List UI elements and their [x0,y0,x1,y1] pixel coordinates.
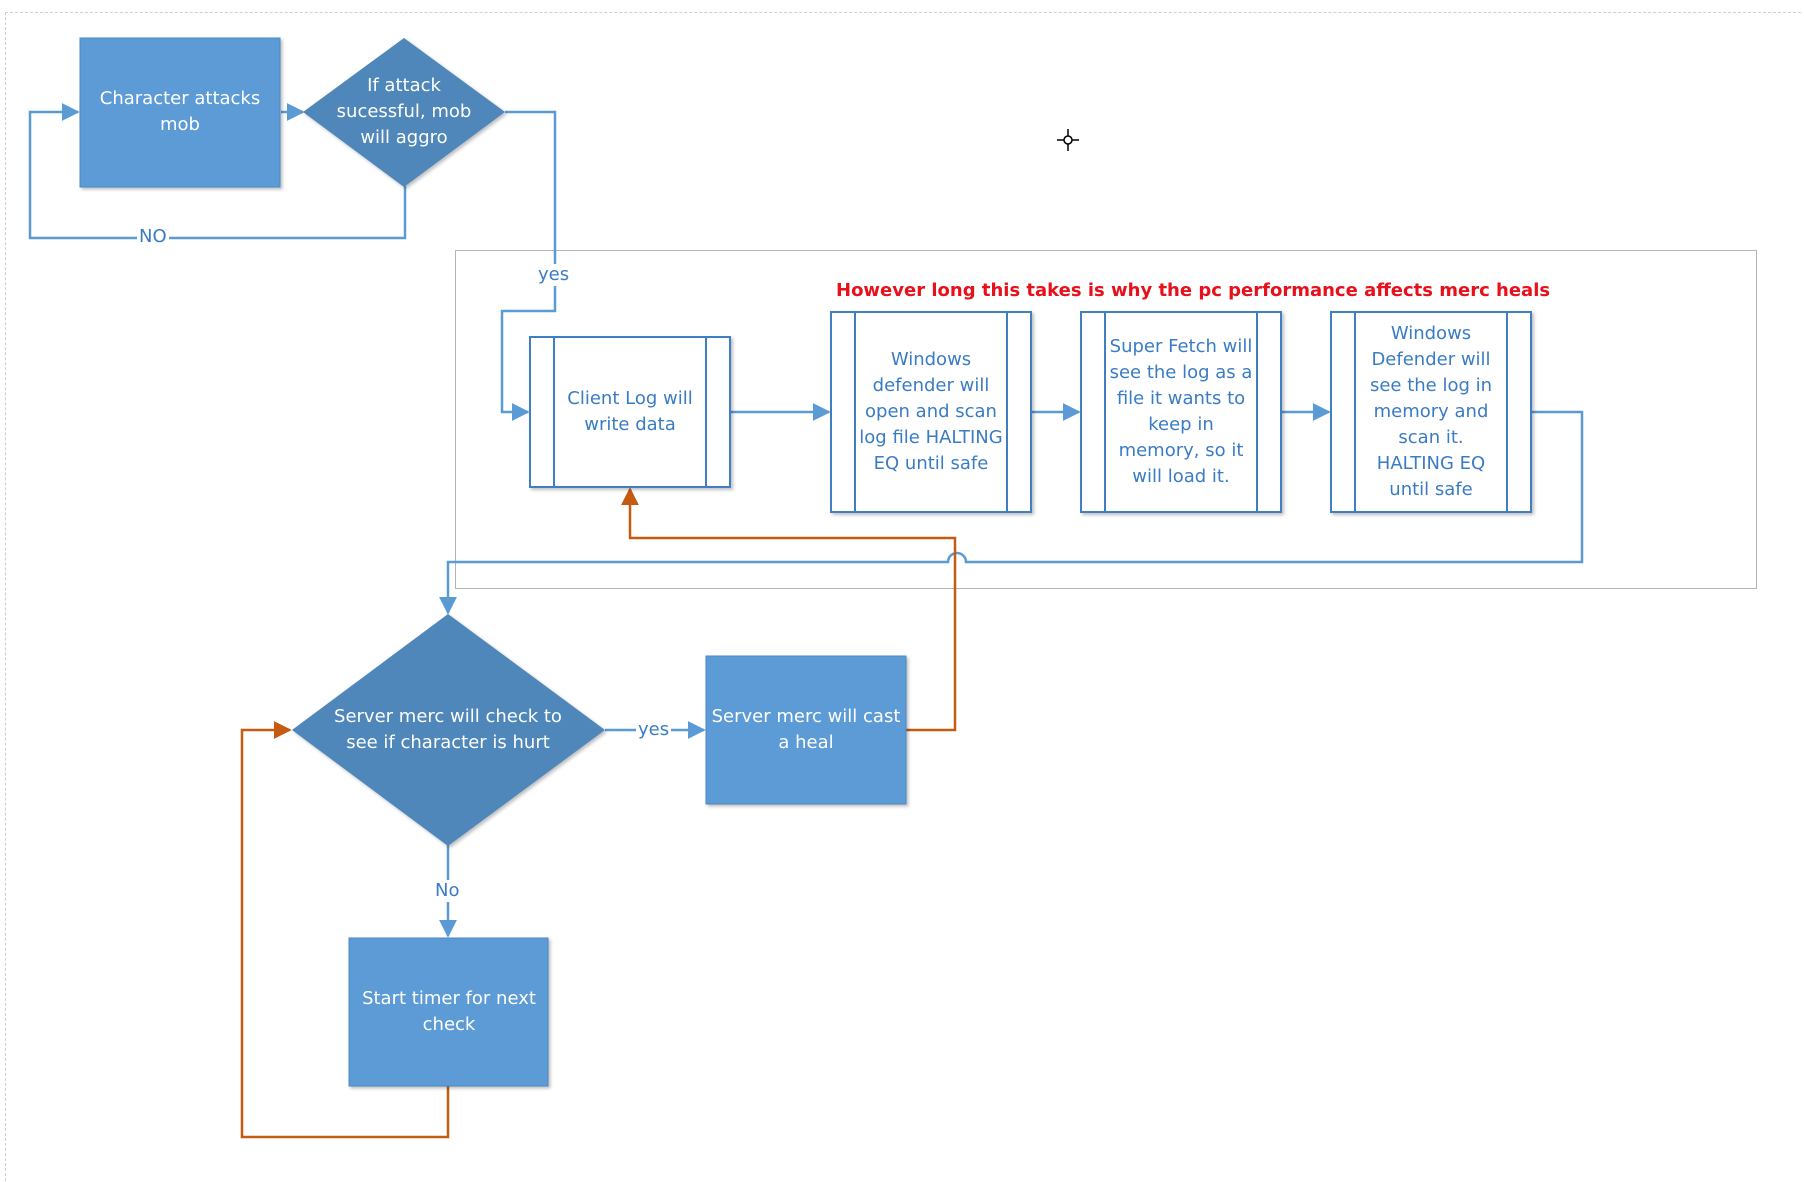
defender-scan-subprocess [830,311,1032,513]
page-border [5,12,1801,1181]
connector-timer-loop [240,721,450,1139]
connector-heal-to-client-log [621,487,957,732]
defender-memory-subprocess [1330,311,1532,513]
edge-label-yes-upper: yes [536,264,572,286]
merc-check-label: Server merc will check to see if charact… [334,706,562,753]
performance-group-box [455,250,1757,589]
super-fetch-label: Super Fetch will see the log as a file i… [1109,336,1253,487]
character-attacks-process [79,37,281,188]
merc-heal-process [705,655,907,805]
start-timer-process [348,937,549,1087]
defender-memory-label: Windows Defender will see the log in mem… [1369,323,1493,500]
super-fetch-subprocess [1080,311,1282,513]
performance-note: However long this takes is why the pc pe… [836,280,1551,301]
edge-label-no-lower: No [433,880,462,902]
defender-scan-label: Windows defender will open and scan log … [859,349,1003,474]
edge-label-no-upper: NO [137,226,169,248]
merc-check-decision [292,614,605,846]
attack-success-label: If attack sucessful, mob will aggro [336,75,472,148]
start-timer-label: Start timer for next check [362,988,536,1035]
character-attacks-label: Character attacks mob [99,88,261,135]
merc-heal-label: Server merc will cast a heal [711,706,901,753]
move-cursor-icon [1057,129,1079,151]
connector-memory-to-merc-check [439,410,1584,615]
connector-yes-to-client-log [500,110,557,421]
client-log-subprocess [529,336,731,488]
client-log-label: Client Log will write data [567,388,693,435]
attack-success-decision [303,38,505,187]
connector-no-loop [28,103,407,240]
edge-label-yes-heal: yes [636,719,672,741]
